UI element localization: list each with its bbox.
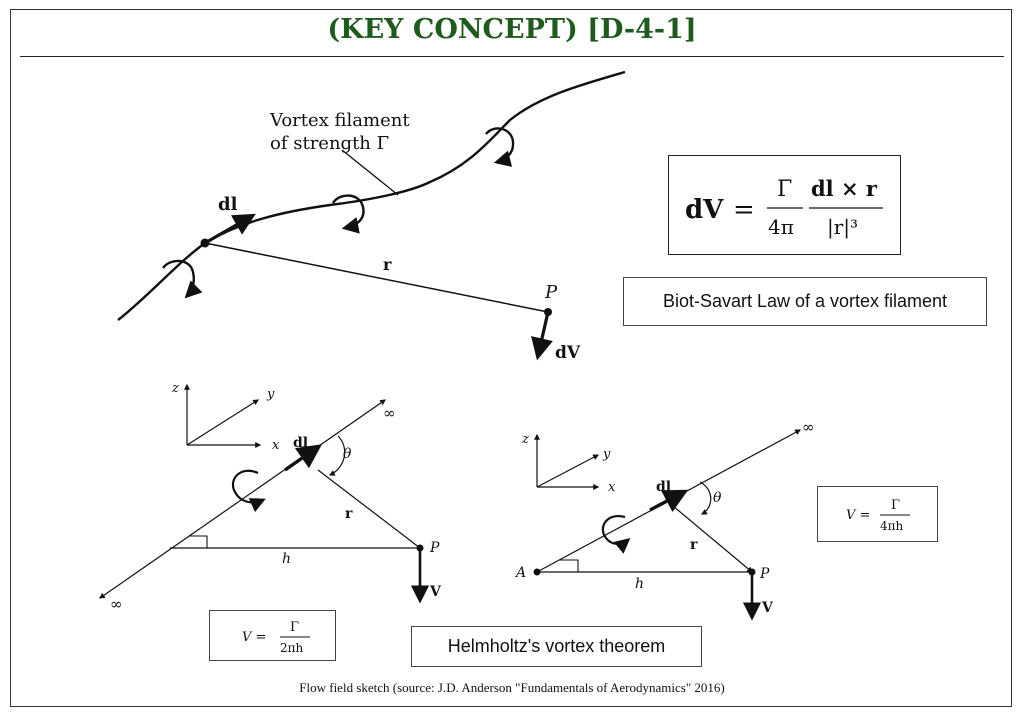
right-angle-mark [560,559,579,572]
semi-infinite-formula: V = Γ 4πh [846,498,910,533]
infinite-formula: V = Γ 2πh [242,620,310,655]
h-label: h [635,576,644,592]
filament-label-line1: Vortex filament [269,110,410,131]
infinity-top-label: ∞ [802,418,815,436]
formula-num: Γ [891,498,900,513]
helmholtz-caption: Helmholtz's vortex theorem [447,636,666,656]
y-axis-label: y [266,387,275,402]
page-title: (KEY CONCEPT) [D-4-1] [327,14,697,45]
circulation-arrow-icon [485,127,515,167]
r-label: r [690,537,698,553]
r-vector-line [204,242,549,313]
y-axis-label: y [602,447,611,462]
dl-label: dl [218,194,238,215]
infinite-formula-box: V = Γ 2πh [209,610,336,661]
x-axis-label: x [608,480,616,495]
point-p-label: P [429,540,440,556]
formula-equals: = [733,195,755,225]
formula-gamma: Γ [777,177,792,202]
formula-r-cubed: |r|³ [827,215,858,240]
source-citation: Flow field sketch (source: J.D. Anderson… [299,680,725,695]
point-a-label: A [514,565,526,581]
biot-savart-caption: Biot-Savart Law of a vortex filament [662,291,948,311]
formula-4pi: 4π [768,215,794,239]
semi-infinite-filament-diagram: z x y ∞ A dl θ r h P V [514,418,815,621]
biot-savart-caption-box: Biot-Savart Law of a vortex filament [623,277,987,326]
dv-label: dV [555,343,581,363]
circulation-arrow-icon [162,259,203,299]
dl-label: dl [656,479,671,495]
infinite-filament-diagram: z x y ∞ ∞ dl θ r h P V [99,381,442,613]
z-axis-label: z [521,432,529,447]
formula-cross-product: dl × r [811,176,878,201]
filament-leader-line [341,149,399,196]
filament-diagram: Vortex filament of strength Γ dl r P dV [117,70,626,363]
dl-label: dl [293,435,308,451]
infinity-bottom-label: ∞ [110,595,123,613]
r-label: r [383,255,392,274]
biot-savart-formula: dV = Γ 4π dl × r |r|³ [685,176,883,240]
circulation-arrow-icon [232,469,266,513]
h-label: h [282,551,291,567]
formula-lhs: V = [242,630,266,645]
dl-vector-arrow [204,213,256,245]
theta-angle-arc [699,481,712,515]
formula-num: Γ [290,620,299,635]
theta-label: θ [713,490,722,506]
v-label: V [429,584,442,600]
y-axis [536,454,600,488]
circulation-arrow-icon [601,514,631,554]
page-frame [10,9,1012,707]
r-label: r [345,506,353,522]
formula-den: 4πh [880,519,904,533]
y-axis [186,399,260,446]
dl-segment-arrow [283,444,323,472]
z-axis-label: z [171,381,179,396]
biot-savart-formula-box: dV = Γ 4π dl × r |r|³ [668,155,901,255]
helmholtz-caption-box: Helmholtz's vortex theorem [411,626,702,667]
theta-label: θ [343,446,352,462]
dv-vector-arrow [531,311,553,361]
infinity-top-label: ∞ [383,404,396,422]
theta-angle-arc [328,435,346,476]
title-divider [20,56,1004,57]
semi-infinite-formula-box: V = Γ 4πh [817,486,938,542]
point-p-label: P [759,566,770,582]
formula-lhs: dV [685,195,724,225]
x-axis-label: x [272,438,280,453]
vortex-filament-curve [117,70,626,321]
formula-den: 2πh [280,641,304,655]
right-angle-mark [190,535,208,548]
filament-label-line2: of strength Γ [270,133,389,154]
point-p-label: P [544,282,558,303]
v-label: V [761,600,774,616]
formula-lhs: V = [846,508,870,523]
r-line [317,469,421,549]
circulation-arrow-icon [331,194,365,234]
r-line [666,500,753,573]
